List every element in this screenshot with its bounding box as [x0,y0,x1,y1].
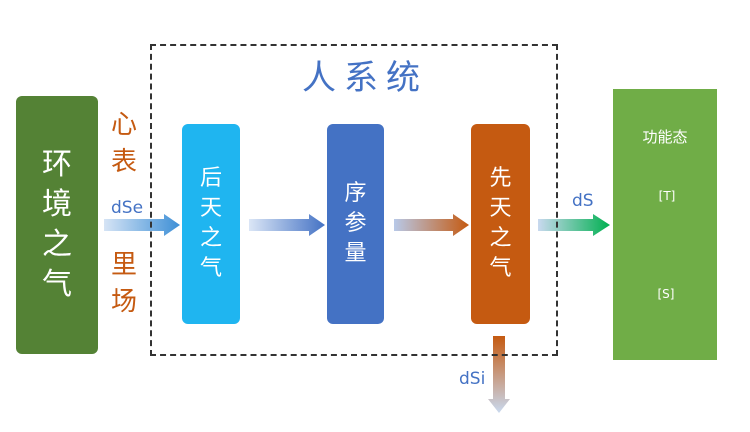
block-char: 天 [199,196,222,221]
block-char: 天 [489,196,512,221]
dsi-label: dSi [459,369,486,389]
block-char: 之 [199,226,222,251]
arrow-1-2 [249,214,325,236]
dse-label: dSe [111,198,144,218]
function-state-panel [613,89,717,360]
side-char: 表 [110,147,137,178]
block-char: 序 [344,181,367,206]
side-label-bottom: 里 场 [104,250,144,318]
dse-arrow [104,214,180,236]
environment-char: 境 [42,187,72,222]
side-char: 里 [110,250,137,280]
block-char: 参 [344,211,367,236]
environment-char: 环 [42,147,72,182]
innate-qi-block: 先 天 之 气 [471,124,530,324]
arrow-2-3 [394,214,469,236]
block-char: 量 [344,241,367,266]
s-label: [S] [657,287,675,301]
side-char: 场 [110,287,137,318]
t-label: [T] [658,189,676,203]
side-label-top: 心 表 [104,110,144,178]
ds-label: dS [572,191,594,211]
environment-char: 之 [42,227,72,262]
system-title: 人系统 [302,58,428,98]
acquired-qi-block: 后 天 之 气 [182,124,240,324]
system-boundary [150,44,558,356]
block-char: 后 [199,166,222,191]
block-char: 先 [489,166,512,191]
environment-block: 环 境 之 气 [16,96,98,354]
block-char: 气 [489,256,512,281]
block-char: 之 [489,226,512,251]
block-char: 气 [199,256,222,281]
side-char: 心 [110,110,137,140]
order-parameter-block: 序 参 量 [327,124,384,324]
function-state-title: 功能态 [642,128,688,146]
environment-char: 气 [42,267,72,302]
